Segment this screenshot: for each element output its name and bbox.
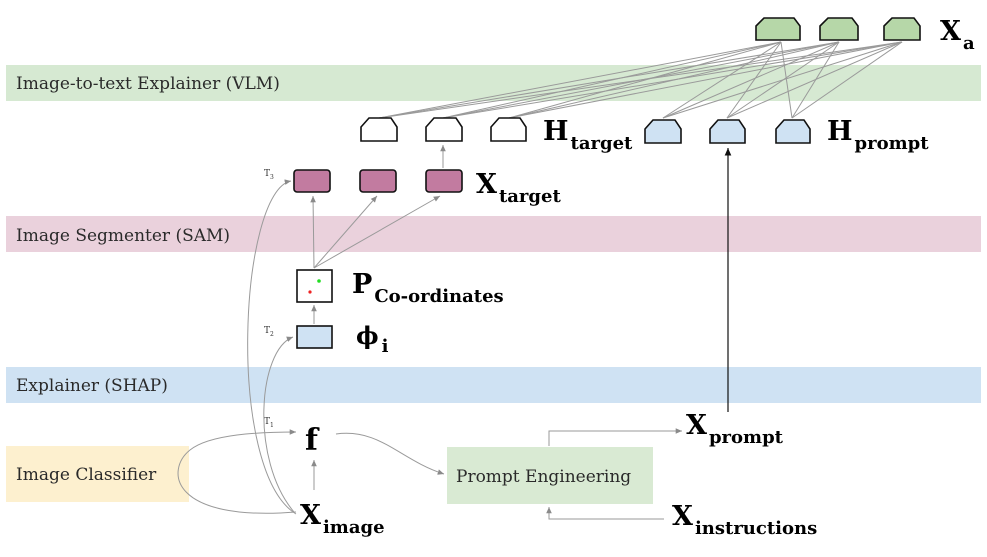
answer-node [819,17,859,41]
h-prompt-node [775,119,811,144]
shap-band-label: Explainer (SHAP) [16,376,168,396]
prompt-engineering-label: Prompt Engineering [456,467,631,487]
x-target-node [293,169,331,193]
t2-label: T2 [264,326,274,338]
answer-node [755,17,801,41]
f-to-prompt-curve [335,432,445,475]
h-prompt-nodes [644,119,811,144]
answer-node [883,17,921,41]
x-target-node [425,169,463,193]
image-to-phi-curve [263,336,295,513]
x-target-nodes [293,169,463,193]
sam-band [6,216,981,252]
x-target-node [359,169,397,193]
image-classifier-label: Image Classifier [16,465,157,485]
h-prompt-node [709,119,746,144]
image-classifier-box [6,446,189,502]
vlm-band [6,65,981,101]
f-symbol: f [305,423,320,458]
instructions-to-prompt-arrow [546,506,664,520]
sam-band-label: Image Segmenter (SAM) [16,226,230,246]
prompt-engineering-box [447,447,653,504]
phi-box [296,325,333,349]
h-target-nodes [360,117,527,142]
vlm-connections [378,41,903,119]
coordinates-box [296,269,333,303]
coords-to-target-arrow [313,195,441,269]
h-target-node [490,117,527,142]
t3-label: T3 [264,169,274,181]
t1-label: T1 [264,417,274,429]
image-to-classifier-curve [177,429,297,514]
h-target-node [360,117,398,142]
h-target-node [425,117,463,142]
prompt-to-xprompt-arrow [548,428,682,446]
image-to-target-curve [247,179,297,515]
shap-band [6,367,981,403]
h-prompt-node [644,119,682,144]
coords-to-target-arrow [310,195,316,269]
red-point-icon [308,290,312,294]
green-point-icon [317,279,321,283]
answer-nodes [755,17,921,41]
coords-to-target-arrow [313,195,378,269]
vlm-band-label: Image-to-text Explainer (VLM) [16,74,280,94]
